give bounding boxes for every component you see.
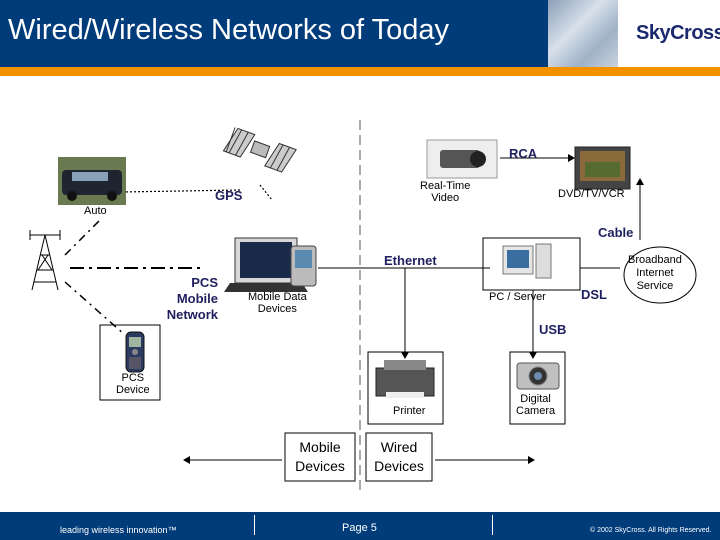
satellite-icon	[222, 127, 297, 173]
mobile-devices-box	[284, 432, 356, 482]
slide-title: Wired/Wireless Networks of Today	[8, 14, 450, 46]
rca-label: RCA	[509, 146, 538, 161]
logo-area	[618, 0, 720, 67]
suv-image	[58, 157, 126, 205]
slide-footer	[0, 512, 720, 540]
printer-label: Printer	[393, 405, 426, 417]
usb-label: USB	[539, 322, 567, 337]
footer-separator	[492, 515, 493, 535]
gps-label: GPS	[215, 188, 243, 203]
mobile-devices-label: Mobile Devices	[295, 439, 345, 474]
cell-tower-icon	[29, 230, 61, 291]
cable-label: Cable	[598, 225, 634, 240]
broadband-label: Broadband Internet Service	[628, 254, 682, 292]
digital-camera-label: Digital Camera	[516, 393, 556, 417]
pc-image	[502, 243, 552, 279]
mobile-data-devices-label: Mobile Data Devices	[248, 291, 307, 315]
printer-image	[375, 360, 435, 398]
camera-frame	[509, 351, 566, 425]
ethernet-label: Ethernet	[384, 253, 437, 268]
wired-devices-label: Wired Devices	[374, 439, 424, 474]
pcs-device-label: PCS Device	[116, 372, 150, 396]
auto-label: Auto	[84, 205, 107, 217]
realtime-video-label: Real-Time Video	[420, 180, 471, 204]
tv-image	[574, 146, 631, 190]
skycross-logo: SkyCross	[636, 22, 720, 44]
pc-frame	[482, 237, 581, 291]
dvd-tv-vcr-label: DVD/TV/VCR	[558, 188, 625, 200]
pc-server-label: PC / Server	[489, 291, 546, 303]
digital-camera-image	[516, 362, 560, 390]
laptop-image	[224, 237, 308, 292]
mobile-phone-image	[125, 331, 145, 373]
phone-frame	[99, 324, 161, 401]
sky-banner-image	[548, 0, 618, 67]
accent-bar	[0, 67, 720, 76]
footer-copyright: © 2002 SkyCross. All Rights Reserved.	[590, 527, 712, 534]
wired-devices-box	[365, 432, 433, 482]
footer-tagline: leading wireless innovation™	[60, 525, 177, 535]
footer-page-number: Page 5	[342, 522, 377, 534]
dsl-label: DSL	[581, 287, 607, 302]
printer-frame	[367, 351, 444, 425]
pda-image	[290, 245, 317, 287]
footer-separator	[254, 515, 255, 535]
pcs-mobile-network-label: PCS Mobile Network	[166, 275, 218, 322]
broadband-cloud	[623, 246, 697, 304]
video-camera-image	[426, 139, 498, 179]
